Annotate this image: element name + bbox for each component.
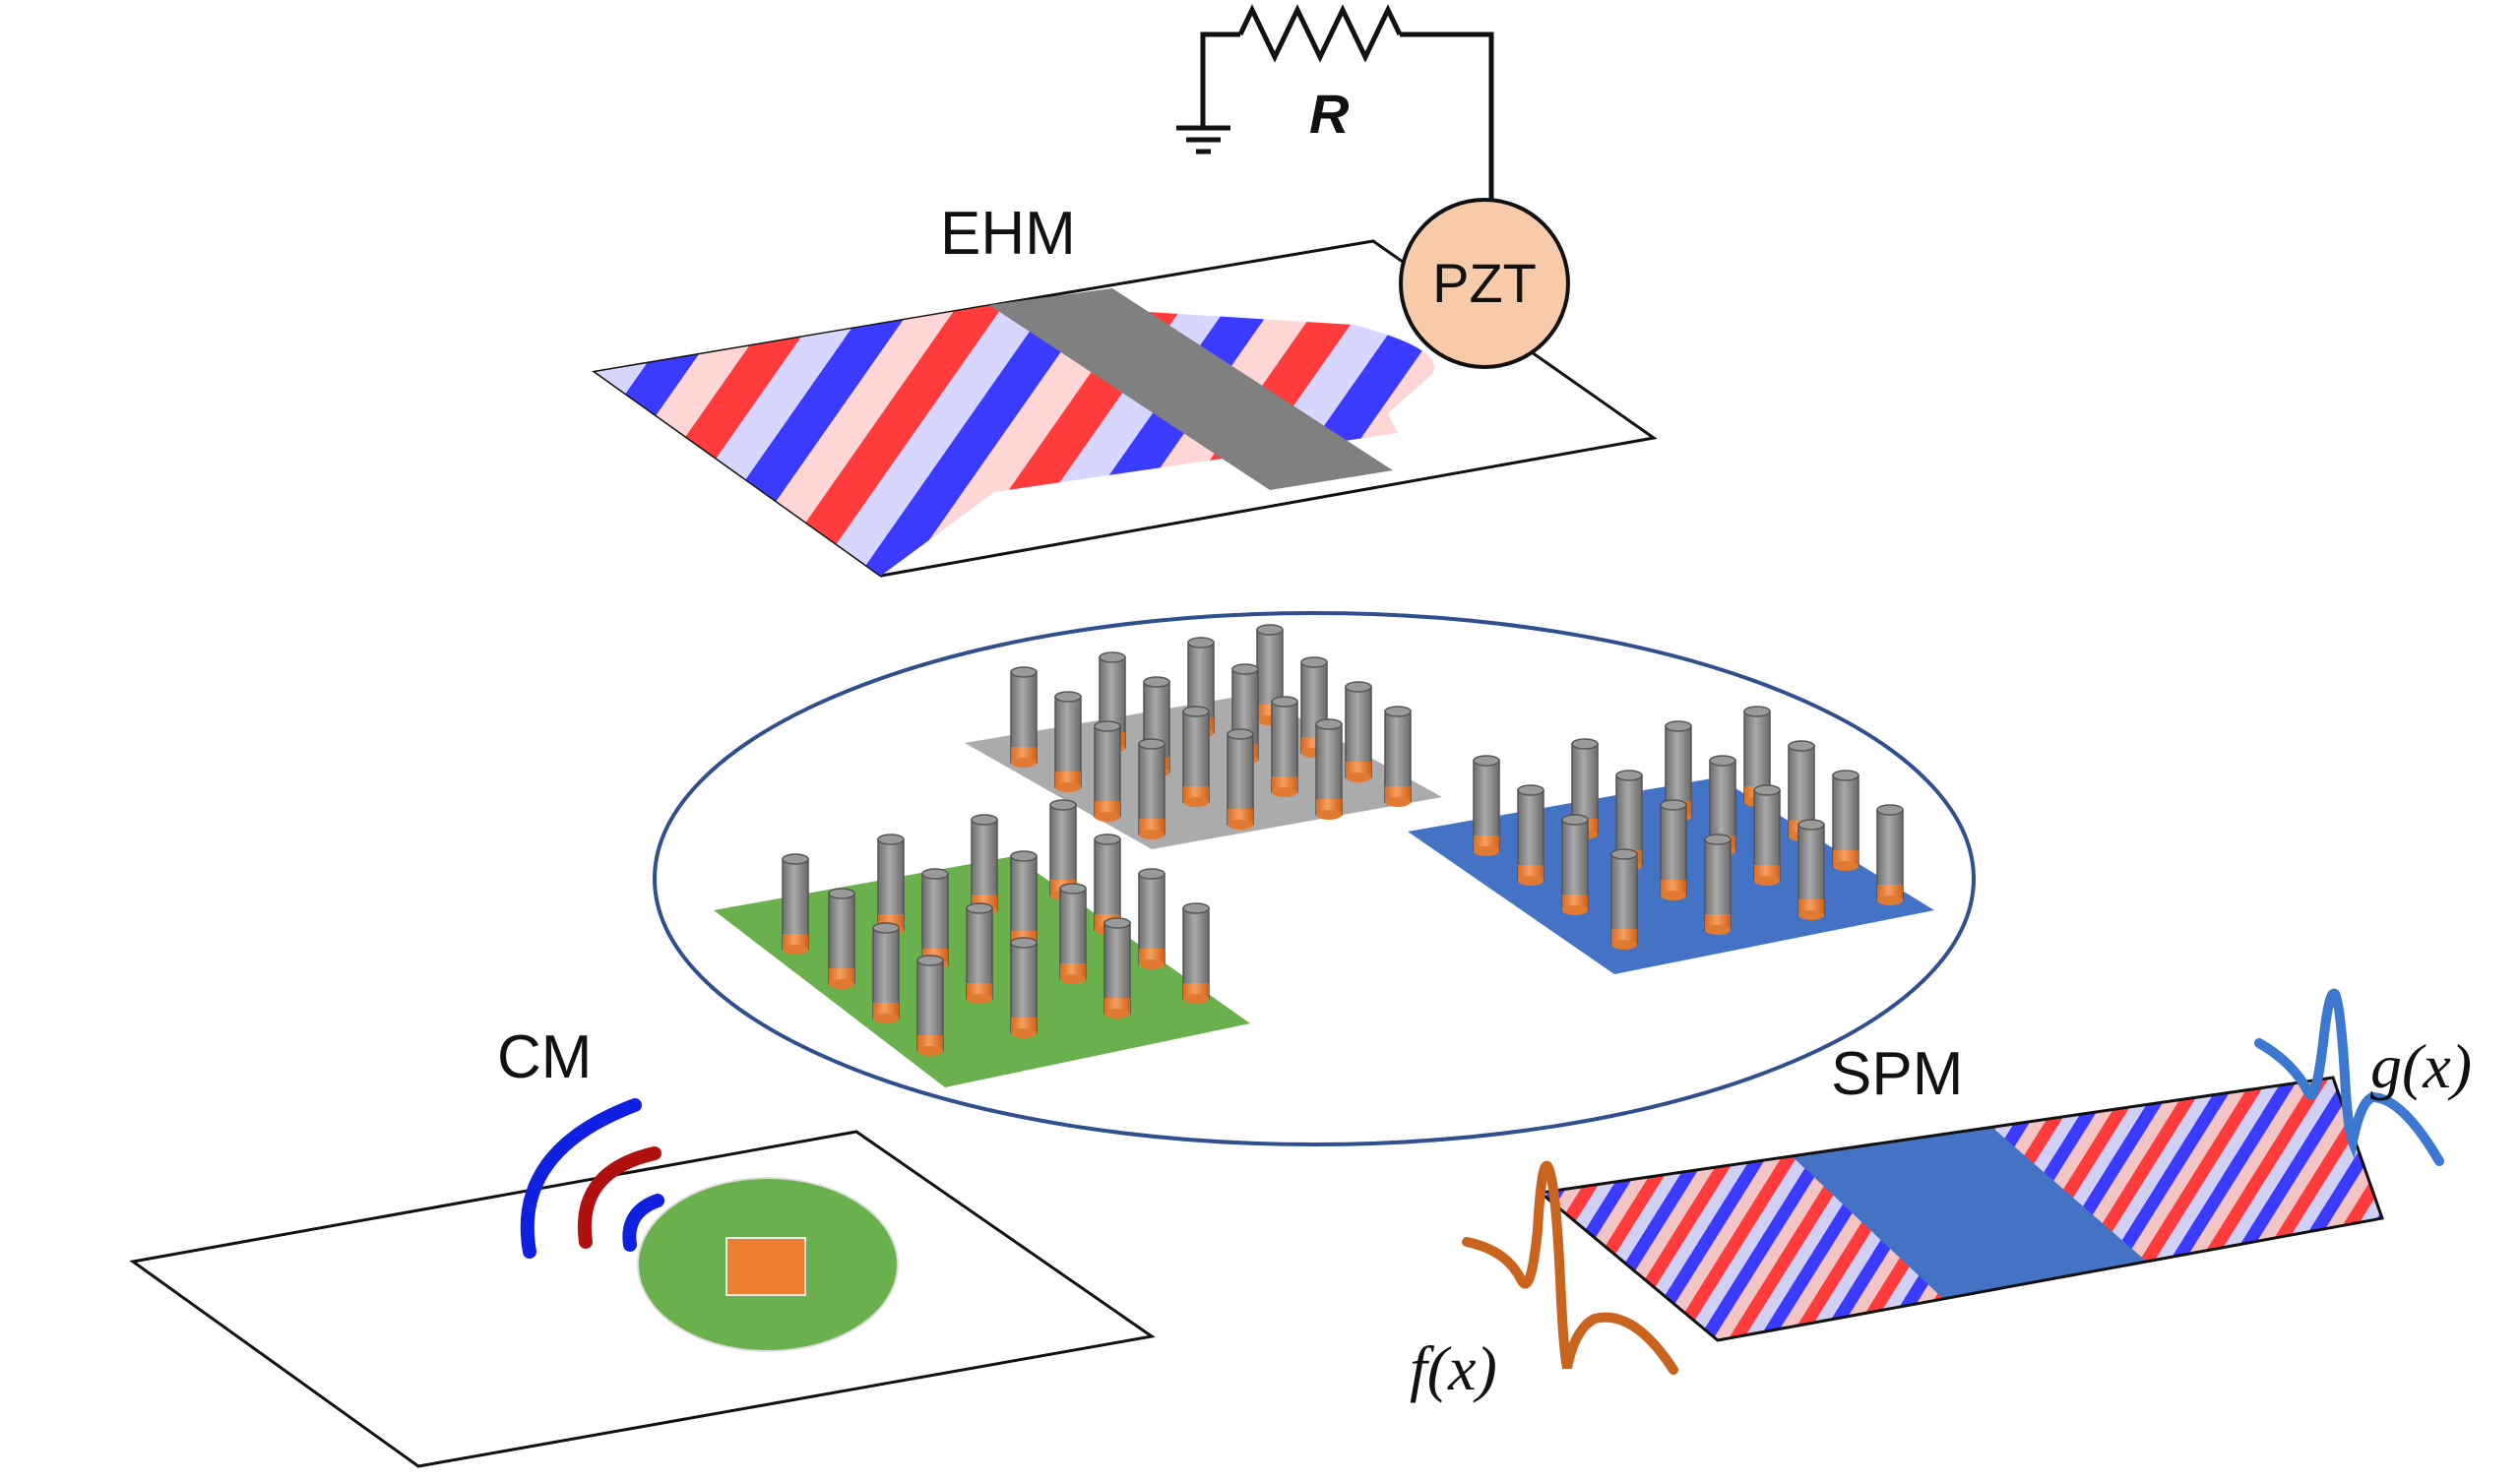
resistor-icon bbox=[1237, 4, 1403, 63]
pzt-label: PZT bbox=[1432, 252, 1537, 314]
ehm-label: EHM bbox=[940, 200, 1076, 268]
spm-module: SPM f(x) g(x) bbox=[1410, 988, 2472, 1403]
signal-arcs-icon bbox=[520, 1098, 664, 1259]
cm-plate bbox=[129, 1130, 1156, 1468]
circuit bbox=[1176, 4, 1494, 207]
metamaterial-cluster bbox=[653, 611, 1976, 1146]
f-label: f(x) bbox=[1410, 1333, 1497, 1403]
ehm-gray-band bbox=[989, 288, 1393, 490]
cm-label: CM bbox=[497, 1023, 592, 1091]
resistor-label: R bbox=[1309, 83, 1350, 145]
cm-module: CM bbox=[129, 1023, 1156, 1468]
g-pulse-curve bbox=[2254, 988, 2444, 1166]
g-label: g(x) bbox=[2370, 1031, 2472, 1101]
cluster-ellipse bbox=[653, 611, 1976, 1146]
circuit-wire bbox=[1200, 31, 1240, 113]
circuit-wire-right bbox=[1400, 31, 1494, 207]
pzt-element: PZT bbox=[1399, 198, 1570, 369]
spm-blue-band bbox=[1787, 1120, 2156, 1309]
ehm-module: R PZT EHM bbox=[592, 4, 1658, 578]
spm-plate-outline bbox=[1537, 1076, 2384, 1342]
f-pulse-curve bbox=[1462, 1160, 1678, 1375]
cm-core-square bbox=[725, 1237, 806, 1296]
ground-icon bbox=[1176, 125, 1230, 154]
spm-label: SPM bbox=[1831, 1040, 1963, 1108]
